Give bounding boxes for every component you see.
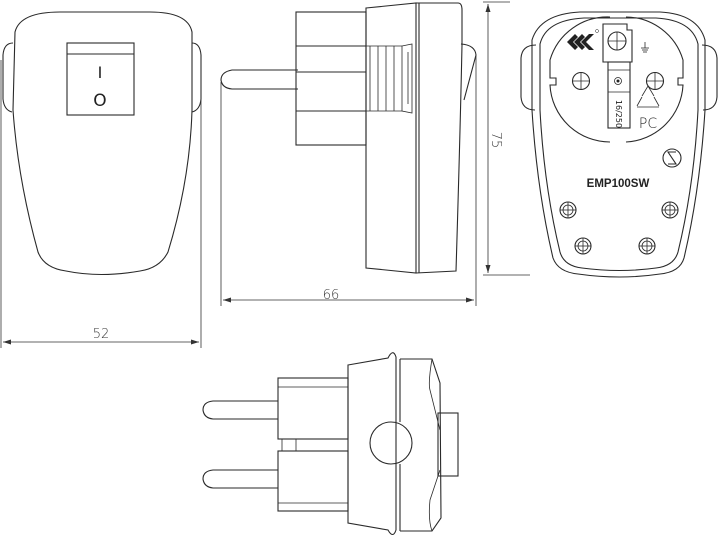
brand-logo-icon [567,29,599,50]
rear-inner-outline [539,17,699,272]
center-strip [607,61,631,129]
top-pin-upper [202,400,278,420]
rocker-switch[interactable] [66,42,135,116]
front-body-outline [12,11,193,276]
top-housing [347,352,397,536]
left-ear [2,42,14,113]
rear-outer-outline [531,11,706,278]
material-label: PC [639,116,657,132]
dimension-width-label: 52 [93,327,110,342]
dimension-height: 75 [483,1,530,276]
top-view [202,352,459,536]
right-ear [191,42,202,113]
right-pin-socket [645,71,665,91]
earth-clip [602,23,633,63]
side-pin [220,69,298,90]
model-label: EMP100SW [587,178,650,190]
switch-off-symbol: O [93,91,106,111]
switch-on-symbol: I [98,63,103,82]
side-switch [460,43,477,101]
screw-icon [638,237,656,255]
rear-left-ear [520,44,537,111]
dimension-depth-label: 66 [323,288,340,303]
side-view [220,2,477,274]
mark-circle [662,148,682,168]
screw-icon [559,201,577,219]
earth-symbol-icon [641,42,649,53]
rear-view: 16/250 [520,11,718,278]
dimension-width: 52 [0,60,202,348]
dimension-height-label: 75 [488,132,503,149]
rear-right-ear [701,44,718,111]
top-collar-lower [277,450,349,512]
plug-collar [295,11,367,146]
top-switch[interactable] [437,412,459,477]
top-notch [369,421,413,465]
dimension-depth: 66 [220,55,477,306]
screw-icon [661,201,679,219]
left-pin-socket [571,71,591,91]
svg-text:16/250: 16/250 [614,100,623,128]
top-front-cap [400,358,442,532]
top-pin-lower [202,469,278,489]
screw-icon [574,237,592,255]
front-view: I O [2,11,202,276]
recycle-icon [636,85,660,108]
side-housing [365,2,417,274]
side-front-cap [415,2,463,274]
s-mark-icon [666,151,678,165]
